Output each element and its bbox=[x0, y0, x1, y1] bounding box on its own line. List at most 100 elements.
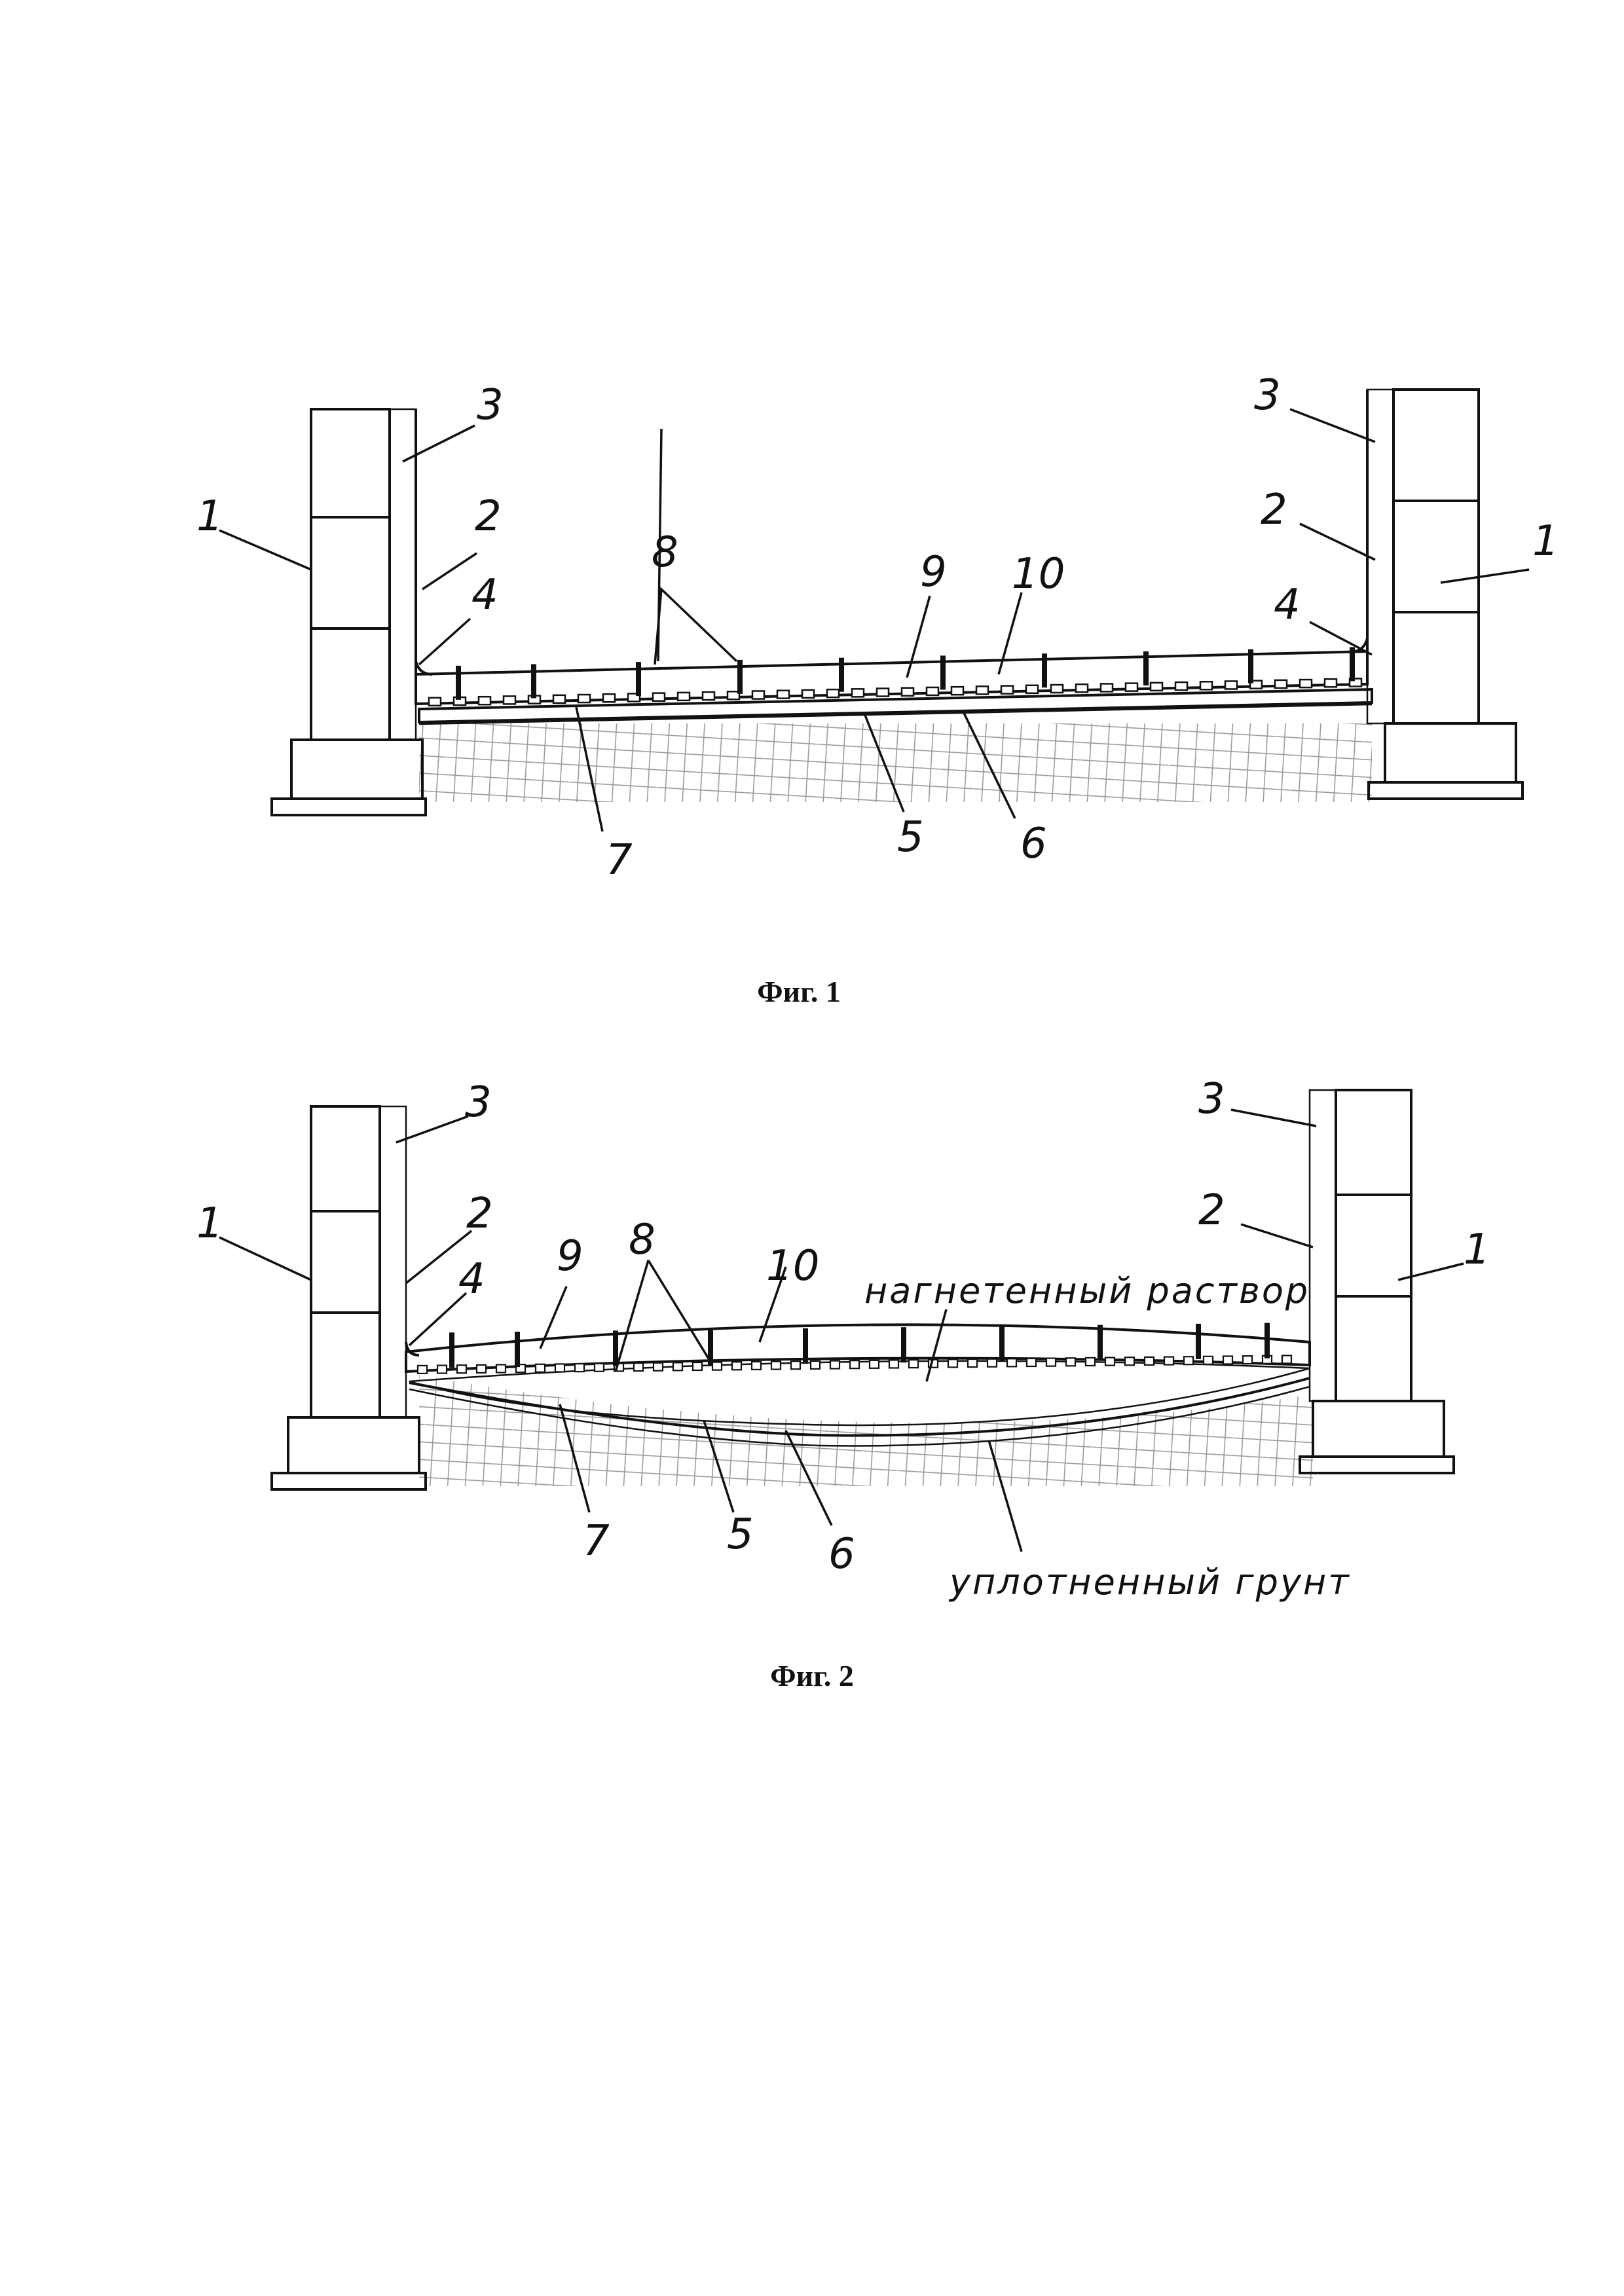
anchor-bolt bbox=[515, 1332, 520, 1367]
tooth bbox=[850, 1360, 859, 1368]
tooth bbox=[811, 1361, 820, 1369]
label-2-right: 2 bbox=[1261, 486, 1287, 534]
wall-block bbox=[1393, 612, 1479, 723]
tooth bbox=[827, 689, 839, 697]
soil-fill bbox=[419, 1375, 1313, 1486]
foundation-base bbox=[1369, 782, 1522, 799]
label-1-left: 1 bbox=[196, 1199, 223, 1248]
label-1-right: 1 bbox=[1532, 517, 1559, 566]
figure-2: 1 2 3 4 9 8 10 нагнетенный раствор 7 5 6… bbox=[196, 1075, 1490, 1692]
tooth bbox=[634, 1363, 643, 1371]
anchor-bolt bbox=[1264, 1323, 1270, 1358]
right-wall bbox=[1300, 1090, 1454, 1473]
tooth bbox=[1026, 685, 1038, 693]
tooth bbox=[777, 691, 789, 699]
anchor-bolt bbox=[803, 1328, 808, 1364]
label-2-left: 2 bbox=[466, 1190, 493, 1238]
annotation-injected-mortar: нагнетенный раствор bbox=[864, 1270, 1310, 1311]
tooth bbox=[1243, 1356, 1252, 1364]
wall-lining-strip bbox=[380, 1106, 406, 1417]
tooth bbox=[1126, 683, 1137, 691]
tooth bbox=[927, 687, 938, 695]
wall-block bbox=[1393, 390, 1479, 501]
wall-block bbox=[311, 1211, 380, 1313]
left-wall bbox=[272, 1106, 426, 1489]
foundation-base bbox=[272, 1473, 426, 1489]
wall-lining-strip bbox=[1310, 1090, 1336, 1401]
tooth bbox=[1175, 682, 1187, 690]
label-8: 8 bbox=[652, 528, 678, 577]
foundation-base bbox=[1300, 1457, 1454, 1473]
tooth bbox=[830, 1361, 840, 1369]
right-wall bbox=[1367, 390, 1522, 799]
tooth bbox=[693, 1362, 702, 1370]
label-2-right: 2 bbox=[1198, 1186, 1225, 1235]
label-4-left: 4 bbox=[458, 1255, 485, 1303]
tooth bbox=[1325, 679, 1337, 687]
tooth bbox=[1046, 1358, 1056, 1366]
foundation-block bbox=[1385, 723, 1516, 782]
wall-block bbox=[311, 1313, 380, 1417]
tooth bbox=[1200, 682, 1212, 689]
label-7: 7 bbox=[583, 1517, 610, 1565]
label-3-right: 3 bbox=[1198, 1075, 1225, 1123]
tooth bbox=[595, 1364, 604, 1372]
tooth bbox=[1300, 680, 1312, 687]
tooth bbox=[752, 1362, 761, 1370]
tooth bbox=[1125, 1357, 1134, 1365]
tooth bbox=[429, 698, 441, 706]
wall-block bbox=[1393, 501, 1479, 612]
tooth bbox=[1066, 1358, 1075, 1366]
label-9: 9 bbox=[920, 548, 947, 596]
tooth bbox=[578, 695, 590, 702]
wall-block bbox=[311, 517, 390, 629]
anchor-bolt bbox=[1098, 1325, 1103, 1360]
tooth bbox=[889, 1360, 898, 1368]
tooth bbox=[536, 1364, 545, 1372]
corner-fillet-left bbox=[416, 661, 432, 674]
tooth bbox=[1027, 1358, 1036, 1366]
tooth bbox=[1001, 686, 1013, 694]
annotation-compacted-soil: уплотненный грунт bbox=[948, 1561, 1351, 1603]
tooth bbox=[654, 1363, 663, 1371]
tooth bbox=[771, 1362, 781, 1370]
anchor-bolt bbox=[449, 1332, 454, 1368]
tooth bbox=[1275, 680, 1287, 688]
tooth bbox=[678, 693, 690, 701]
tooth bbox=[732, 1362, 741, 1370]
wall-block bbox=[1336, 1195, 1411, 1296]
tooth bbox=[968, 1359, 977, 1367]
tooth bbox=[852, 689, 864, 697]
tooth bbox=[1204, 1357, 1213, 1364]
tooth bbox=[1184, 1357, 1193, 1364]
label-7: 7 bbox=[606, 836, 633, 884]
tooth bbox=[673, 1362, 682, 1370]
tooth bbox=[1223, 1356, 1232, 1364]
tooth bbox=[457, 1365, 466, 1373]
anchor-bolt bbox=[1196, 1324, 1201, 1359]
tooth bbox=[1086, 1358, 1095, 1366]
anchor-bolt bbox=[1350, 647, 1355, 681]
tooth bbox=[870, 1360, 879, 1368]
tooth bbox=[555, 1364, 564, 1372]
tooth bbox=[553, 695, 565, 703]
tooth bbox=[1007, 1358, 1016, 1366]
wall-lining-strip bbox=[390, 409, 416, 740]
left-wall bbox=[272, 409, 426, 815]
tooth bbox=[1164, 1357, 1173, 1365]
label-6: 6 bbox=[828, 1530, 855, 1578]
label-10: 10 bbox=[766, 1242, 819, 1290]
wall-block bbox=[1336, 1090, 1411, 1195]
label-8: 8 bbox=[629, 1216, 655, 1264]
tooth bbox=[712, 1362, 722, 1370]
anchor-bolt bbox=[737, 660, 743, 694]
anchor-bolt bbox=[1248, 649, 1253, 683]
anchor-bolt bbox=[613, 1330, 618, 1366]
wall-block bbox=[311, 629, 390, 740]
tooth bbox=[1282, 1355, 1291, 1363]
label-2-left: 2 bbox=[475, 492, 502, 541]
tooth bbox=[1151, 683, 1162, 691]
tooth bbox=[877, 689, 889, 697]
tooth bbox=[703, 692, 714, 700]
